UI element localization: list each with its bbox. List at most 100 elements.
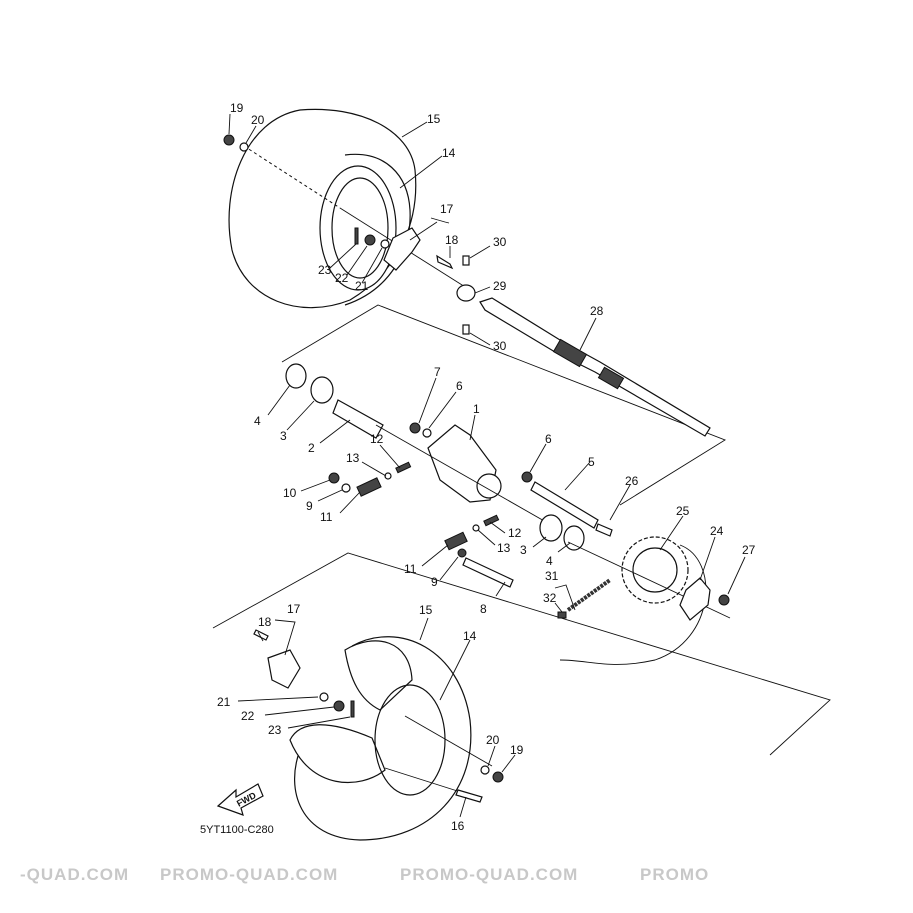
nipple-30 — [462, 324, 470, 335]
watermark-text: PROMO-QUAD.COM — [160, 865, 338, 884]
callouts: 19 20 15 14 17 18 30 29 30 23 22 21 28 4… — [217, 101, 756, 833]
callout-9: 9 — [306, 499, 313, 513]
bearing-4-left — [285, 363, 307, 389]
washer-20 — [239, 142, 249, 152]
lower-wheel — [289, 636, 493, 841]
callout-30: 30 — [493, 339, 507, 353]
callout-22: 22 — [335, 271, 349, 285]
nut-22-lower — [333, 700, 345, 712]
washer-21-lower — [319, 692, 329, 702]
spacer-2 — [332, 399, 384, 439]
callout-26: 26 — [625, 474, 639, 488]
callout-17: 17 — [287, 602, 301, 616]
nut-27 — [718, 594, 730, 606]
pin-23-lower — [350, 700, 355, 718]
callout-6: 6 — [545, 432, 552, 446]
tire-cutaway-bottom — [289, 724, 386, 784]
watermark-text: -QUAD.COM — [20, 865, 129, 884]
callout-30: 30 — [493, 235, 507, 249]
callout-29: 29 — [493, 279, 507, 293]
callout-19: 19 — [510, 743, 524, 757]
callout-23: 23 — [318, 263, 332, 277]
callout-11: 11 — [404, 562, 417, 576]
fwd-arrow-icon — [216, 783, 264, 816]
callout-3: 3 — [520, 543, 527, 557]
spline — [597, 366, 625, 390]
nipple-30 — [462, 255, 470, 266]
callout-7: 7 — [434, 365, 441, 379]
washer-20-lower — [480, 765, 490, 775]
callout-4: 4 — [254, 414, 261, 428]
pin-23 — [354, 227, 359, 245]
hub-17-lower — [267, 649, 301, 689]
axis-line — [243, 145, 341, 209]
callout-23: 23 — [268, 723, 282, 737]
valve-16 — [455, 789, 483, 803]
bearing-4-right — [563, 525, 585, 551]
callout-24: 24 — [710, 524, 724, 538]
nut-22 — [364, 234, 376, 246]
chain-guard-outline — [559, 544, 707, 665]
callout-14: 14 — [463, 629, 477, 643]
callout-12: 12 — [370, 432, 384, 446]
watermark-text: PROMO — [640, 865, 709, 884]
upper-wheel — [228, 108, 471, 309]
adjuster-11 — [356, 477, 382, 497]
washer-13 — [384, 472, 392, 480]
callout-25: 25 — [676, 504, 690, 518]
callout-1: 1 — [473, 402, 480, 416]
callout-13: 13 — [497, 541, 511, 555]
axis-line — [384, 767, 471, 796]
callout-31: 31 — [545, 569, 559, 583]
hub-24 — [679, 577, 711, 621]
bolt-5 — [530, 481, 599, 529]
axle-28 — [479, 297, 711, 437]
callout-28: 28 — [590, 304, 604, 318]
callout-20: 20 — [486, 733, 500, 747]
axis-line — [375, 424, 561, 531]
bolt-26 — [595, 523, 613, 537]
nut-19 — [223, 134, 235, 146]
hub-17-upper — [383, 227, 421, 271]
spline — [552, 338, 588, 368]
assembly-outline-lower — [212, 552, 831, 756]
bearing-3-right — [539, 514, 563, 542]
callout-8: 8 — [480, 602, 487, 616]
diagram-code: 5YT1100-C280 — [200, 824, 274, 836]
callout-11: 11 — [320, 510, 333, 524]
callout-16: 16 — [451, 819, 465, 833]
nut-29 — [456, 284, 476, 302]
callout-3: 3 — [280, 429, 287, 443]
adjuster-11-lower — [444, 531, 468, 551]
callout-6: 6 — [456, 379, 463, 393]
callout-4: 4 — [546, 554, 553, 568]
callout-9: 9 — [431, 575, 438, 589]
rim-inner — [331, 177, 389, 279]
nut-10 — [328, 472, 340, 484]
nut-6-right — [521, 471, 533, 483]
chain-31 — [566, 578, 612, 612]
axis-line — [404, 715, 493, 767]
washer-9-lower — [457, 548, 467, 558]
washer-9 — [341, 483, 351, 493]
sprocket-25 — [621, 536, 689, 604]
callout-15: 15 — [427, 112, 441, 126]
callout-19: 19 — [230, 101, 244, 115]
callout-17: 17 — [440, 202, 454, 216]
callout-12: 12 — [508, 526, 522, 540]
callout-10: 10 — [283, 486, 297, 500]
callout-18: 18 — [258, 615, 272, 629]
bolt-12 — [395, 461, 412, 474]
assembly-outline-upper — [281, 304, 727, 506]
rim-14-lower — [374, 684, 446, 796]
tire-cutaway-top — [344, 640, 413, 711]
leader-lines — [228, 113, 746, 818]
bolt-8 — [462, 557, 514, 588]
nut-19-lower — [492, 771, 504, 783]
callout-32: 32 — [543, 591, 557, 605]
bracket-bore — [476, 473, 502, 499]
callout-15: 15 — [419, 603, 433, 617]
callout-22: 22 — [241, 709, 255, 723]
